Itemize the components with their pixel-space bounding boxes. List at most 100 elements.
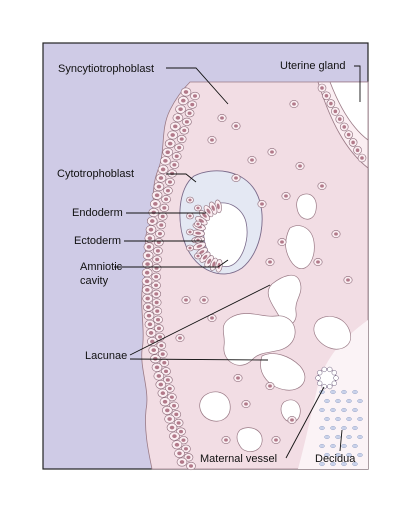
cell	[153, 182, 165, 192]
cell	[153, 315, 163, 324]
cell	[169, 121, 181, 131]
vessel-cell	[327, 366, 333, 373]
cell	[174, 448, 185, 458]
vessel-cell	[321, 366, 327, 373]
cell	[161, 405, 173, 415]
cell	[163, 186, 173, 195]
cell	[339, 122, 349, 132]
cell	[171, 152, 182, 161]
decidua-cell	[341, 462, 347, 467]
cell	[154, 324, 164, 333]
vessel-cell	[327, 383, 333, 390]
cell	[161, 367, 171, 376]
cell	[287, 416, 297, 424]
cell	[151, 281, 161, 290]
cell	[153, 246, 163, 255]
cell	[194, 236, 202, 244]
decidua-cell	[330, 462, 336, 467]
cell	[173, 418, 184, 428]
cell	[178, 436, 189, 445]
cell	[164, 414, 175, 424]
label-syncytiotrophoblast: Syncytiotrophoblast	[58, 63, 154, 75]
label-ectoderm: Ectoderm	[74, 235, 121, 247]
decidua-cell	[352, 462, 358, 467]
vessel-cell	[331, 370, 337, 376]
cell	[156, 341, 167, 350]
cell	[172, 113, 184, 123]
cell	[277, 238, 287, 246]
decidua-cell	[335, 435, 341, 440]
cell	[231, 122, 241, 130]
cell	[166, 423, 178, 433]
cell	[194, 220, 202, 228]
decidua-cell	[357, 399, 363, 404]
cell	[182, 117, 192, 126]
label-amniotic-line2: cavity	[80, 275, 109, 287]
cell	[142, 259, 153, 269]
decidua-cell	[335, 453, 341, 458]
cell	[148, 207, 160, 217]
decidua-cell	[324, 435, 330, 440]
cell	[142, 294, 153, 304]
cell	[143, 242, 155, 252]
cell	[313, 258, 323, 266]
decidua-cell	[330, 408, 336, 413]
cell	[175, 104, 186, 114]
cell	[162, 147, 174, 157]
cell	[155, 380, 167, 390]
cell	[281, 192, 291, 200]
cell	[156, 220, 167, 230]
label-amniotic-line1: Amniotic	[80, 261, 123, 273]
cell	[247, 156, 257, 164]
cell	[190, 91, 200, 101]
cell	[165, 177, 175, 187]
cell	[322, 91, 331, 101]
cell	[157, 388, 169, 398]
cell	[348, 138, 358, 147]
decidua-cell	[341, 408, 347, 413]
cell	[157, 164, 169, 174]
decidua-cell	[319, 426, 325, 431]
decidua-cell	[341, 444, 347, 449]
uterine-gland	[317, 81, 369, 169]
cell	[151, 272, 161, 281]
cell	[186, 212, 194, 220]
decidua-cell	[352, 444, 358, 449]
cell	[176, 427, 186, 436]
decidua-cell	[346, 399, 352, 404]
label-decidua: Decidua	[315, 453, 356, 465]
cell	[344, 130, 353, 139]
cell	[179, 126, 190, 135]
cell	[317, 182, 327, 190]
decidua-cell	[357, 453, 363, 458]
cell	[233, 374, 243, 382]
cell	[267, 148, 277, 156]
cell	[194, 252, 202, 260]
cell	[177, 96, 189, 106]
cell	[331, 230, 341, 238]
cell	[157, 212, 168, 221]
cell	[159, 397, 171, 407]
cell	[148, 345, 160, 355]
cell	[331, 107, 340, 116]
decidua-cell	[357, 435, 363, 440]
decidua-cell	[346, 453, 352, 458]
cell	[169, 431, 180, 441]
cell	[167, 130, 178, 140]
cell	[160, 156, 171, 166]
cell	[147, 337, 158, 347]
cell	[144, 319, 156, 329]
labels: Syncytiotrophoblast Uterine gland Cytotr…	[57, 60, 356, 465]
decidua-region	[298, 320, 368, 469]
cell	[142, 250, 154, 260]
decidua-cell	[346, 435, 352, 440]
decidua-cell	[357, 417, 363, 422]
decidua-cell	[341, 426, 347, 431]
cell	[187, 100, 198, 109]
cell	[335, 114, 345, 124]
decidua-cell	[341, 390, 347, 395]
label-maternal-vessel: Maternal vessel	[200, 453, 277, 465]
decidua-cell	[330, 390, 336, 395]
cell	[186, 196, 194, 204]
